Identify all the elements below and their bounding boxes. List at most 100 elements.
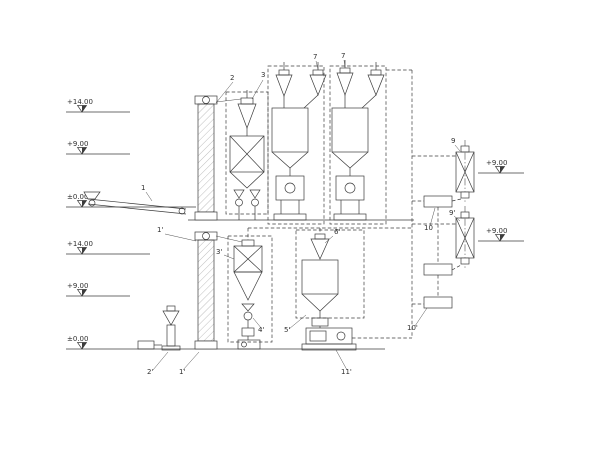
elevation-label: +14.00 [67, 98, 93, 106]
equipment-label-conveyor: 1 [141, 184, 145, 192]
grinder-unit-b: 7 [329, 52, 387, 225]
elevation-marker-right-top: +9.00 [478, 159, 524, 174]
fan-unit-mid [423, 263, 453, 276]
sifter-box [229, 135, 265, 173]
surge-bin [331, 107, 369, 153]
equipment-label-press: 11' [341, 368, 352, 376]
equipment-label-cyclone-b: 7 [341, 52, 345, 60]
elevator-head [194, 231, 218, 241]
equipment-label-sifter: 3 [261, 71, 265, 79]
elevator-head [194, 95, 218, 105]
receiver-vessel-top: 9 [451, 137, 475, 204]
equipment-label-elevator-upper: 2 [230, 74, 234, 82]
press-machine: 11' [301, 327, 357, 376]
surge-bin [271, 107, 309, 153]
elevation-marker-right-bottom: +9.00 [478, 227, 524, 242]
machine-base [333, 213, 367, 221]
elevation-marker-lower-0: ±0.00 [66, 335, 385, 350]
discharge-funnel [241, 303, 255, 312]
elevator-leg [197, 239, 215, 342]
intake-hopper [83, 191, 101, 200]
cyclone-cap [278, 69, 290, 76]
hopper-cone [233, 271, 263, 301]
cyclone-cap [339, 67, 351, 74]
pneumatic-lines [247, 69, 462, 339]
equipment-label-elevator-lower-foot: 1' [179, 368, 185, 376]
equipment-label-airlock: 4' [258, 326, 264, 334]
cyclone-cap [166, 305, 176, 312]
elevation-label: +14.00 [67, 240, 93, 248]
conveyor-pulley [88, 199, 96, 207]
level-triangle-icon [77, 342, 87, 350]
grinder-body [335, 175, 365, 201]
press-motor [336, 331, 346, 341]
level-triangle-icon [495, 166, 505, 174]
cyclone-cap [314, 233, 326, 240]
cyclone-cone [237, 103, 257, 129]
bin-feeder [311, 317, 329, 327]
bin-unit-lower: 6' 5' [284, 228, 365, 334]
elevation-label: ±0.00 [67, 335, 88, 343]
feeder-machine [237, 339, 261, 350]
fan-unit-10p: 10' [407, 296, 453, 332]
level-triangle-icon [77, 289, 87, 297]
elevation-marker-lower-14: +14.00 [66, 240, 150, 255]
elevation-marker-upper-0: ±0.00 [66, 193, 196, 208]
cyclone-cap [312, 69, 324, 76]
receiver-vessel-bottom: 9' [449, 206, 475, 270]
elevator-boot [194, 340, 218, 350]
equipment-label-unit10p: 10' [407, 324, 418, 332]
cyclone-cone [309, 74, 327, 96]
grinder-body [275, 175, 305, 201]
machine-base [273, 213, 307, 221]
cyclone-cone [336, 72, 354, 97]
equipment-label-cyclone-lower: 6' [334, 228, 340, 236]
elevation-label: +9.00 [67, 140, 88, 148]
airlock-valve [243, 311, 253, 321]
intake-conveyor: 1 [83, 184, 187, 215]
cyclone-cone [310, 238, 330, 260]
head-pulley [202, 96, 210, 104]
equipment-label-cyclone-a: 7 [313, 53, 317, 61]
level-triangle-icon [77, 147, 87, 155]
level-triangle-icon [77, 200, 87, 208]
cyclone-cap [240, 97, 254, 105]
elevator-boot [194, 211, 218, 221]
rotor [284, 182, 296, 194]
inlet-feeder [137, 340, 155, 350]
equipment-label-vessel-top: 9 [451, 137, 455, 145]
hopper-unit-lower: 3' 4' [216, 235, 273, 350]
airlock-valve [235, 198, 243, 207]
airlock-valve [251, 198, 259, 207]
discharge-funnel [233, 189, 245, 199]
bucket-elevator-lower: 1' [157, 226, 243, 350]
elevator-leg [166, 324, 176, 347]
equipment-label-vessel-bottom: 9' [449, 209, 455, 217]
cyclone-cone [275, 74, 293, 97]
equipment-label-unit10: 10 [424, 224, 433, 232]
conveyor-pulley [178, 207, 186, 215]
elevation-marker-upper-9: +9.00 [66, 140, 130, 155]
sifter-unit: 3 [225, 71, 269, 220]
level-triangle-icon [77, 247, 87, 255]
cyclone-cap [370, 69, 382, 76]
discharge-funnel [249, 189, 261, 199]
rotor [344, 182, 356, 194]
elevation-marker-upper-14: +14.00 [66, 98, 130, 113]
cyclone-cone [367, 74, 385, 96]
elevator-base [161, 345, 181, 351]
bucket-elevator-upper: 2 [194, 74, 242, 221]
elevation-label: +9.00 [486, 159, 507, 167]
equipment-label-elevator-lower: 1' [157, 226, 163, 234]
equipment-label-mini-elevator: 2' [147, 368, 153, 376]
equipment-label-hopper-lower: 3' [216, 248, 222, 256]
elevator-leg [197, 103, 215, 213]
elevation-label: ±0.00 [67, 193, 88, 201]
equipment-label-feeder: 5' [284, 326, 290, 334]
level-triangle-icon [77, 105, 87, 113]
elevation-label: +9.00 [486, 227, 507, 235]
elevation-label: +9.00 [67, 282, 88, 290]
storage-bin [301, 259, 339, 295]
